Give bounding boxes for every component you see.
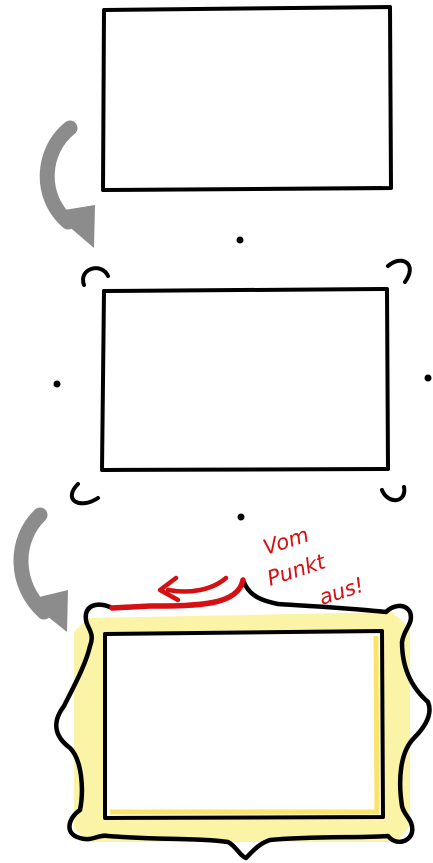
helper-dot-right (424, 374, 432, 382)
curved-arrow-icon (13, 507, 68, 632)
curved-arrow-icon (39, 120, 95, 248)
annotation-line-3: aus! (316, 573, 367, 610)
step-1 (101, 5, 393, 192)
frame-inner-shadow (110, 635, 380, 815)
step-1-rectangle (101, 5, 393, 192)
corner-arc-top-right (386, 258, 412, 284)
step-2 (53, 236, 432, 521)
frame-ornate-outline (54, 577, 432, 861)
helper-dot-top (236, 236, 244, 244)
helper-dot-bottom (237, 513, 245, 521)
step-2-rectangle (100, 287, 390, 472)
helper-dot-left (53, 380, 61, 388)
annotation: Vom Punkt aus! (260, 523, 367, 610)
corner-arc-bottom-right (380, 485, 407, 503)
frame-highlight-segment (109, 577, 246, 611)
frame-inner-rectangle (103, 629, 385, 820)
step-3 (54, 577, 432, 861)
corner-arc-top-left (81, 266, 110, 287)
corner-arc-bottom-left (69, 482, 100, 506)
red-arrow-icon (157, 575, 229, 603)
